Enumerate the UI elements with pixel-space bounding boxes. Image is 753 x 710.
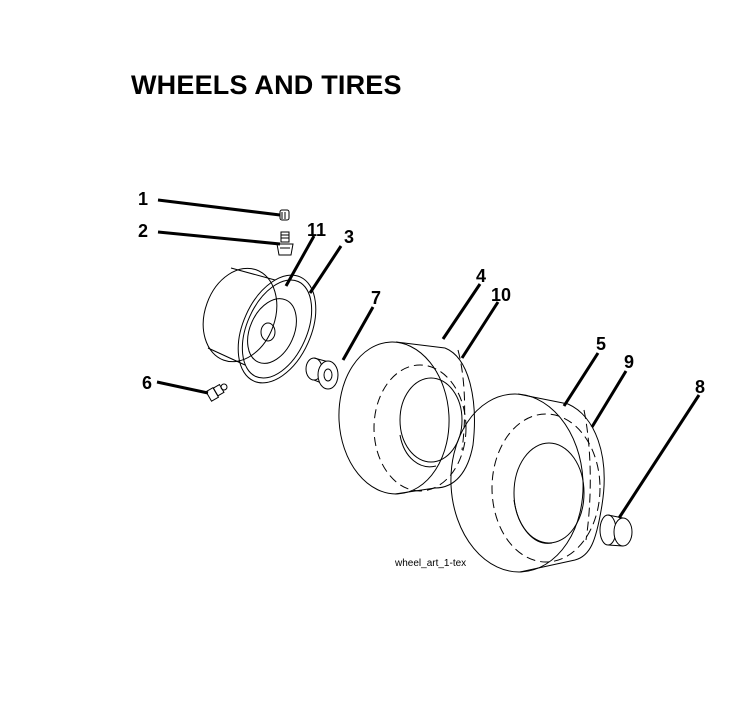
callout-1: 1 [138,189,148,209]
valve-cap-drawing [279,209,290,221]
valve-stem-drawing [276,231,294,256]
callout-7: 7 [371,288,381,308]
leader-line-8 [617,394,701,519]
leader-line-6 [156,380,209,395]
hub-cap-drawing [599,514,633,547]
callout-3: 3 [344,227,354,247]
callout-8: 8 [695,377,705,397]
callout-6: 6 [142,373,152,393]
leader-line-1 [157,198,281,217]
leader-line-7 [341,306,375,361]
bushing-drawing [305,357,339,390]
leader-line-11 [284,235,316,287]
leader-line-9 [590,370,628,428]
leader-line-5 [562,352,600,407]
leader-line-2 [157,230,281,246]
callout-5: 5 [596,334,606,354]
callout-9: 9 [624,352,634,372]
grease-fitting-drawing [205,383,228,402]
page-title: WHEELS AND TIRES [131,70,402,100]
callout-10: 10 [491,285,511,305]
callout-11: 11 [307,220,326,240]
callout-4: 4 [476,266,486,286]
callout-2: 2 [138,221,148,241]
art-identifier: wheel_art_1-tex [394,558,466,569]
front-tire-drawing [338,341,475,495]
rear-tire-drawing [450,393,605,573]
leader-lines [156,198,701,519]
leader-line-10 [460,301,500,359]
leader-line-4 [441,283,482,340]
rim-drawing [202,267,317,384]
leader-line-3 [308,245,343,294]
